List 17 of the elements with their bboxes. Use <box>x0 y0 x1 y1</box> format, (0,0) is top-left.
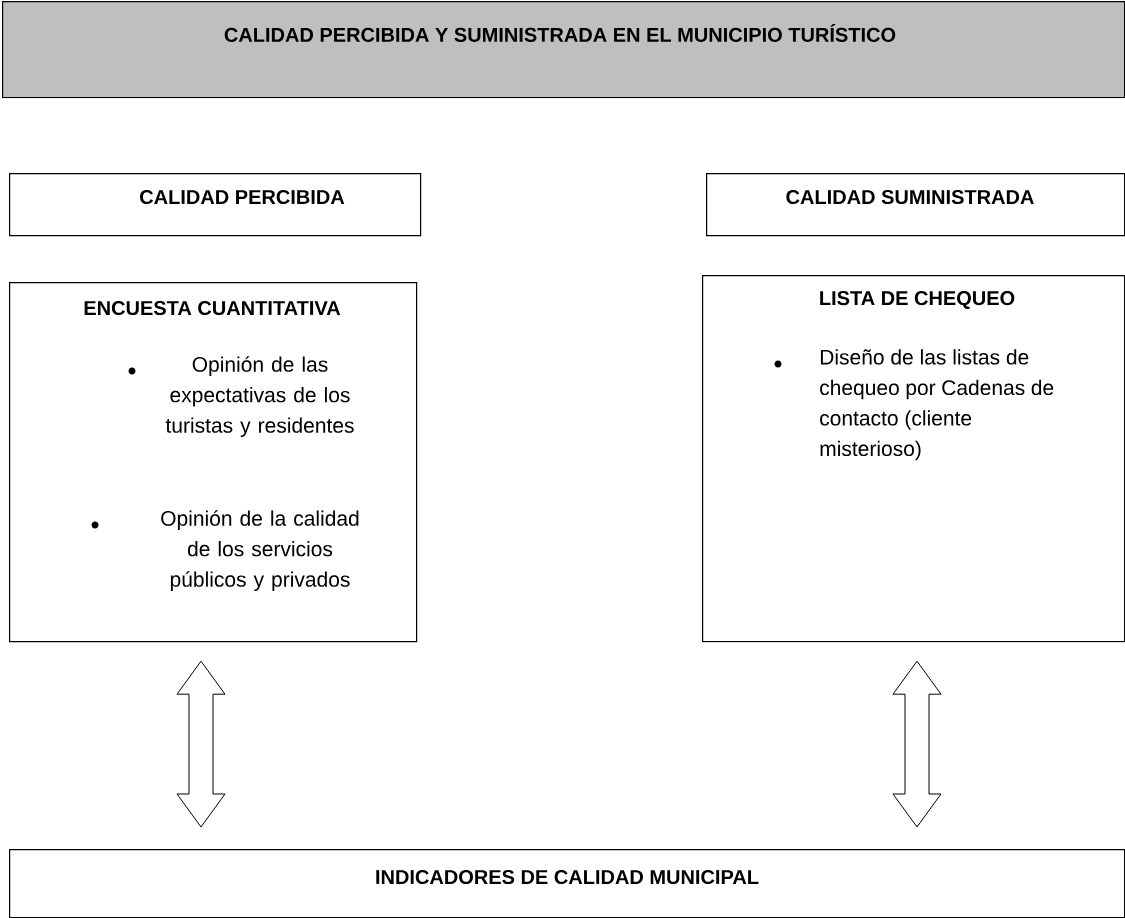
result-box <box>9 849 1125 918</box>
heading-box <box>9 173 422 237</box>
box-heading: CALIDAD SUMINISTRADA <box>786 189 1034 205</box>
double-arrow <box>176 660 226 828</box>
box-heading: CALIDAD PERCIBIDA <box>140 189 345 205</box>
box-heading: CALIDAD PERCIBIDA Y SUMINISTRADA EN EL MUNICIPIO TURÍSTICO <box>224 24 896 42</box>
box-heading: LISTA DE CHEQUEO <box>820 291 1015 309</box>
bullet-item: Opinión de las expectativas de los turistas y residentes <box>128 356 354 437</box>
box-heading: ENCUESTA CUANTITATIVA <box>84 300 341 316</box>
checklist-box <box>702 275 1125 643</box>
title-box <box>2 1 1125 99</box>
bullet-item: Diseño de las listas de chequeo por Cadenas de contacto (cliente misterioso) <box>774 349 1054 461</box>
heading-box <box>706 173 1125 237</box>
box-heading: INDICADORES DE CALIDAD MUNICIPAL <box>376 869 759 885</box>
bullet-item: Opinión de la calidad de los servicios públicos y privados <box>91 510 359 591</box>
survey-box <box>9 282 418 643</box>
double-arrow <box>892 660 942 828</box>
